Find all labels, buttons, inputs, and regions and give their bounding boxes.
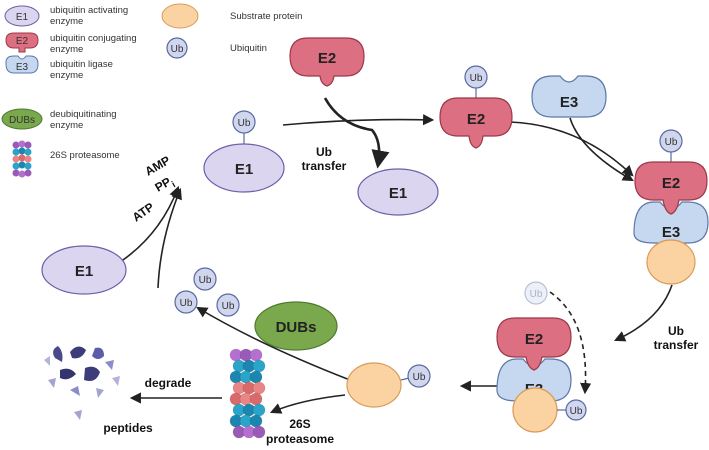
e1-active-label: E1 xyxy=(235,161,253,178)
ub-transfer-2-line2: transfer xyxy=(654,338,699,352)
e3-free: E3 xyxy=(531,75,607,118)
arrow-e2-to-complex xyxy=(509,121,634,177)
e2-with-ub: Ub E2 xyxy=(439,65,513,149)
arrow-to-proteasome xyxy=(269,394,346,414)
legend-e3-text1: ubiquitin ligase xyxy=(50,59,113,70)
legend-dubs-tag: DUBs xyxy=(9,115,35,126)
legend-ubiquitin: Ub Ubiquitin xyxy=(166,37,267,59)
arrow-e3-to-complex xyxy=(569,117,634,182)
legend-e3: E3 ubiquitin ligase enzyme xyxy=(5,55,113,81)
legend-proteasome-text: 26S proteasome xyxy=(50,150,120,161)
arrow-recycle-1 xyxy=(157,187,182,289)
legend-dubs-text1: deubiquitinating xyxy=(50,109,117,120)
legend-e1-tag: E1 xyxy=(16,12,29,23)
peptides-label: peptides xyxy=(103,421,153,435)
legend-substrate-text: Substrate protein xyxy=(230,11,302,22)
legend-e1: E1 ubiquitin activating enzyme xyxy=(4,5,128,27)
e3-free-label: E3 xyxy=(560,94,578,111)
proteasome-subunit xyxy=(249,392,263,406)
dubs-label: DUBs xyxy=(276,319,317,336)
e1-ub-circle xyxy=(232,110,256,134)
ppi-main: PP xyxy=(153,174,174,194)
ub-transfer-1-line2: transfer xyxy=(302,159,347,173)
e2-e3-complex: Ub E2 E3 xyxy=(633,129,709,285)
legend-dubs: DUBs deubiquitinating enzyme xyxy=(1,108,117,131)
complex-ub-label: Ub xyxy=(665,137,678,148)
ub-cluster-2: Ub xyxy=(180,298,193,309)
proteasome-label-line1: 26S xyxy=(289,417,310,431)
e2-e3-substrate-complex: Ub E2 E3 Ub xyxy=(496,281,587,433)
proteasome-subunit xyxy=(252,403,266,417)
legend-substrate: Substrate protein xyxy=(161,3,302,29)
e1-with-ub: Ub E1 xyxy=(203,110,285,193)
e1-free-label: E1 xyxy=(75,263,93,280)
proteasome-subunit xyxy=(252,359,266,373)
bottom-ub-circle xyxy=(565,399,587,421)
ub-transfer-2-line1: Ub xyxy=(668,324,684,338)
arrow-e1-to-e2 xyxy=(282,114,435,126)
complex-e2-label: E2 xyxy=(662,175,680,192)
proteasome-subunit xyxy=(249,370,263,384)
arrow-activation-1 xyxy=(119,185,181,263)
peptide-fragments xyxy=(44,346,120,420)
e2-ub-label-main: E2 xyxy=(467,111,485,128)
arrow-ub-transfer-2 xyxy=(613,284,673,342)
bottom-e2-label: E2 xyxy=(525,331,543,348)
arrow-ub-recycle xyxy=(196,306,351,381)
legend-dubs-text2: enzyme xyxy=(50,120,83,131)
legend-e2-text1: ubiquitin conjugating xyxy=(50,33,137,44)
legend-proteasome-icon xyxy=(12,140,32,178)
e2-free-label: E2 xyxy=(318,50,336,67)
ppi-subscript: i xyxy=(170,179,177,189)
e1-free: E1 xyxy=(41,245,127,295)
dubs-node: DUBs xyxy=(254,301,338,351)
legend-e1-text1: ubiquitin activating xyxy=(50,5,128,16)
e1-released: E1 xyxy=(357,168,439,216)
legend-e2: E2 ubiquitin conjugating enzyme xyxy=(5,32,137,55)
substrate-ub-circle xyxy=(407,364,431,388)
atp-label: ATP xyxy=(130,200,157,225)
legend-e2-text2: enzyme xyxy=(50,44,83,55)
ub-transfer-1-line1: Ub xyxy=(316,145,332,159)
e2-ub-label: Ub xyxy=(470,73,483,84)
complex-substrate xyxy=(646,239,696,285)
ppi-label: PPi xyxy=(153,173,178,197)
legend-proteasome: 26S proteasome xyxy=(12,140,120,178)
legend: E1 ubiquitin activating enzyme E2 ubiqui… xyxy=(1,3,302,178)
complex-e3-label: E3 xyxy=(662,224,680,241)
legend-ubiquitin-text: Ubiquitin xyxy=(230,43,267,54)
proteasome-label-line2: proteasome xyxy=(266,432,334,446)
legend-e3-tag: E3 xyxy=(16,62,29,73)
faded-ub-circle xyxy=(524,281,548,305)
arrow-dashed-ub xyxy=(549,291,592,395)
proteasome-subunit xyxy=(249,348,263,362)
faded-ub-label: Ub xyxy=(530,289,543,300)
ubiquitinated-substrate: Ub xyxy=(346,362,431,408)
amp-label: AMP xyxy=(143,153,173,178)
arrows xyxy=(119,97,673,414)
e1-released-label: E1 xyxy=(389,185,407,202)
legend-e2-tag: E2 xyxy=(16,36,29,47)
legend-e3-text2: enzyme xyxy=(50,70,83,81)
proteasome-icon xyxy=(229,348,266,439)
legend-ub-tag: Ub xyxy=(171,44,184,55)
arrow-e1-release xyxy=(323,97,390,169)
substrate-ub-label: Ub xyxy=(413,372,426,383)
legend-e1-text2: enzyme xyxy=(50,16,83,27)
ub-cluster-3: Ub xyxy=(222,301,235,312)
degrade-label: degrade xyxy=(145,376,192,390)
proteasome-subunit xyxy=(249,414,263,428)
proteasome-subunit xyxy=(252,425,266,439)
bottom-ub-label: Ub xyxy=(570,406,583,417)
ub-cluster: Ub Ub Ub xyxy=(174,267,240,317)
bottom-substrate xyxy=(512,387,558,433)
e2-free: E2 xyxy=(289,37,365,87)
ub-cluster-1: Ub xyxy=(199,275,212,286)
e1-ub-label: Ub xyxy=(238,118,251,129)
proteasome-subunit xyxy=(252,381,266,395)
